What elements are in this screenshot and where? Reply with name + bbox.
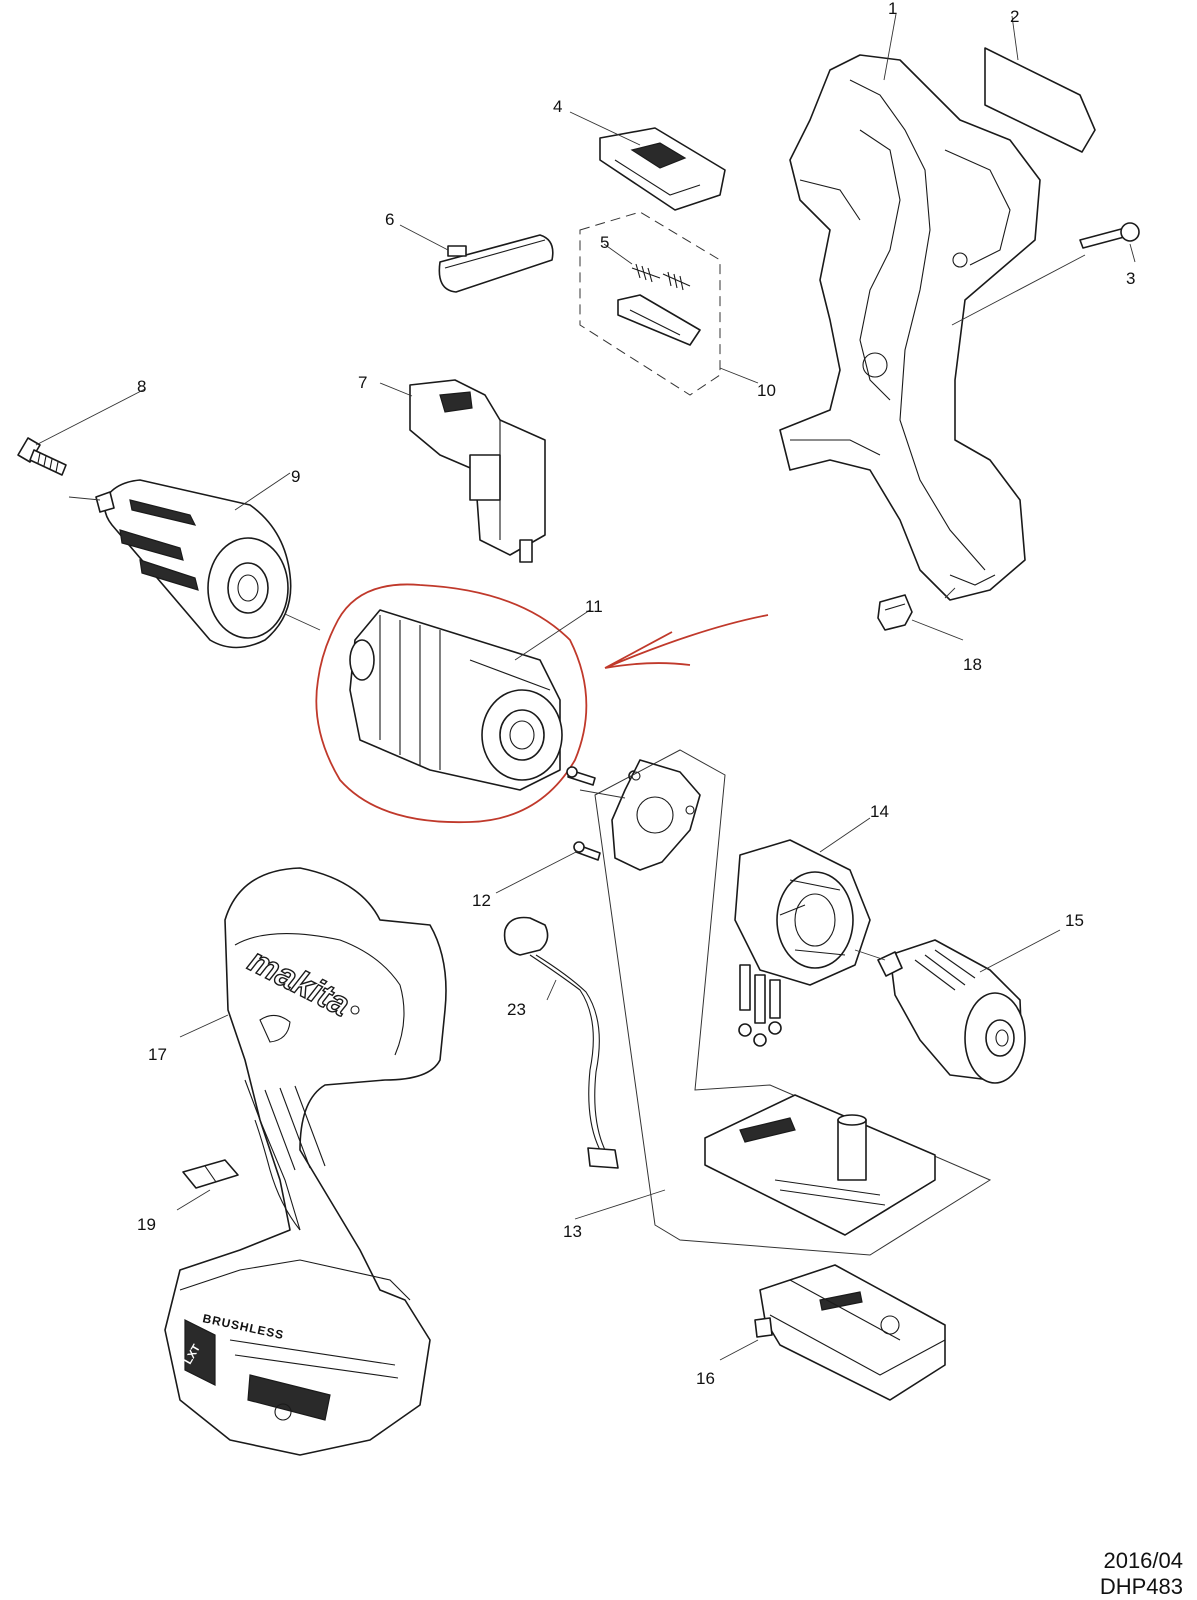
callout-8: 8: [137, 377, 146, 396]
callouts: 1 2 3 4 5 6 7 8 9 10 11 12 13 14 15 16 1…: [137, 0, 1135, 1388]
callout-6: 6: [385, 210, 394, 229]
part-battery-terminal: [754, 1264, 946, 1401]
part-rotor: [877, 939, 1026, 1084]
callout-4: 4: [553, 97, 562, 116]
part-label-plate: [984, 47, 1096, 153]
callout-7: 7: [358, 373, 367, 392]
callout-5: 5: [600, 233, 609, 252]
group-box-10: [579, 211, 721, 396]
part-housing-half: [779, 54, 1041, 601]
part-housing-set: [164, 867, 447, 1456]
part-switch-plate: [599, 127, 726, 211]
callout-11: 11: [585, 597, 603, 616]
part-gear-assembly: [349, 609, 563, 791]
diagram-date: 2016/04: [1103, 1548, 1183, 1573]
model-number: DHP483: [1099, 1574, 1183, 1599]
callout-2: 2: [1010, 7, 1019, 26]
part-stator: [734, 839, 871, 1047]
callout-13: 13: [563, 1222, 582, 1241]
callout-10: 10: [757, 381, 776, 400]
callout-12: 12: [472, 891, 491, 910]
callout-1: 1: [888, 0, 897, 18]
callout-18: 18: [963, 655, 982, 674]
part-clip: [877, 594, 913, 631]
part-slider: [617, 294, 701, 346]
callout-17: 17: [148, 1045, 167, 1064]
highlight-arrow: [604, 614, 769, 669]
callout-23: 23: [507, 1000, 526, 1019]
highlight-circle: [315, 583, 588, 824]
callout-9: 9: [291, 467, 300, 486]
callout-15: 15: [1065, 911, 1084, 930]
callout-14: 14: [870, 802, 889, 821]
part-lever-knob: [438, 234, 554, 293]
part-drill-chuck: [95, 479, 292, 649]
part-mount-plate: [611, 759, 701, 871]
callout-3: 3: [1126, 269, 1135, 288]
part-screw-3: [1079, 222, 1140, 249]
part-label-19: [182, 1159, 239, 1189]
callout-16: 16: [696, 1369, 715, 1388]
leader-lines: [35, 13, 1136, 1361]
part-wire-lead: [503, 916, 619, 1169]
part-springs: [631, 263, 691, 291]
callout-19: 19: [137, 1215, 156, 1234]
part-switch: [409, 379, 546, 563]
part-controller-board: [704, 1094, 936, 1236]
part-screw-8: [17, 437, 67, 476]
